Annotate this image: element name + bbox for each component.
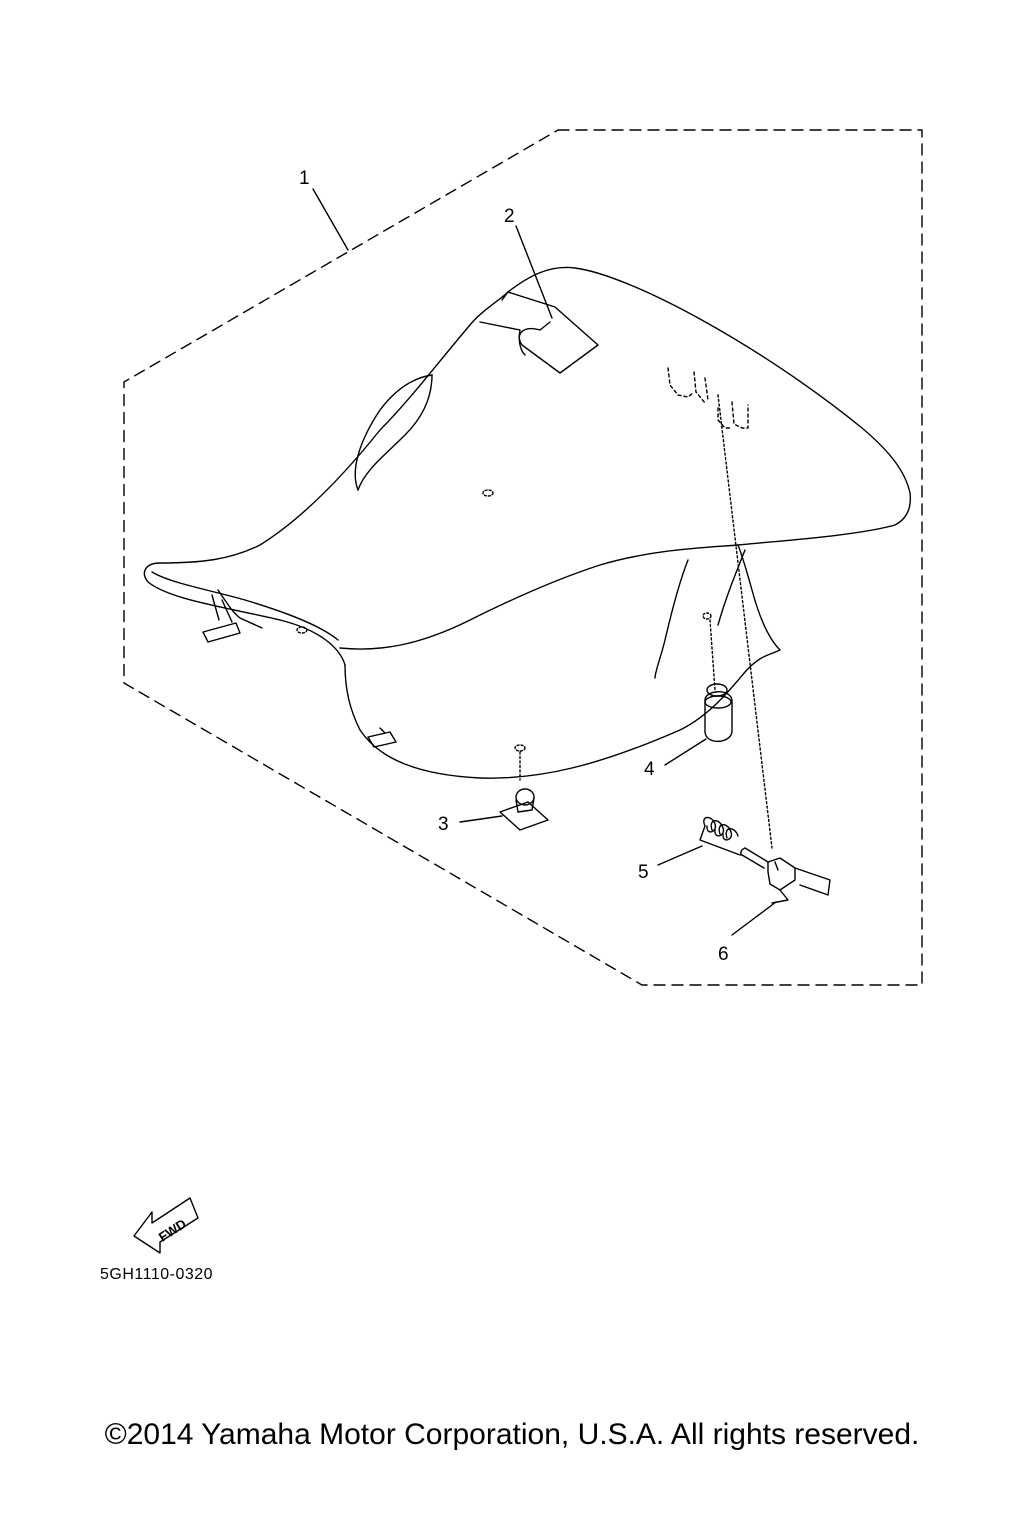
fwd-label: FWD [156, 1216, 189, 1245]
part-4-damper [704, 683, 733, 743]
part-6-lever [740, 847, 831, 904]
diagram-part-code: 5GH1110-0320 [100, 1266, 214, 1283]
copyright-notice: ©2014 Yamaha Motor Corporation, U.S.A. A… [104, 1418, 920, 1451]
fwd-arrow-icon [133, 1197, 199, 1254]
callout-6: 6 [718, 944, 729, 965]
seat-strap [479, 291, 599, 374]
seat-body [143, 266, 912, 779]
leader-dotted-lines [519, 394, 773, 849]
callout-1: 1 [299, 168, 310, 189]
callout-leaders [312, 188, 777, 936]
seat-hook-detail [667, 367, 749, 429]
part-3-clip [499, 788, 549, 831]
callout-4: 4 [644, 759, 655, 780]
callout-3: 3 [438, 814, 449, 835]
part-5-spring [699, 816, 741, 856]
callout-5: 5 [638, 862, 649, 883]
callout-2: 2 [504, 206, 515, 227]
assembly-boundary [123, 129, 923, 986]
